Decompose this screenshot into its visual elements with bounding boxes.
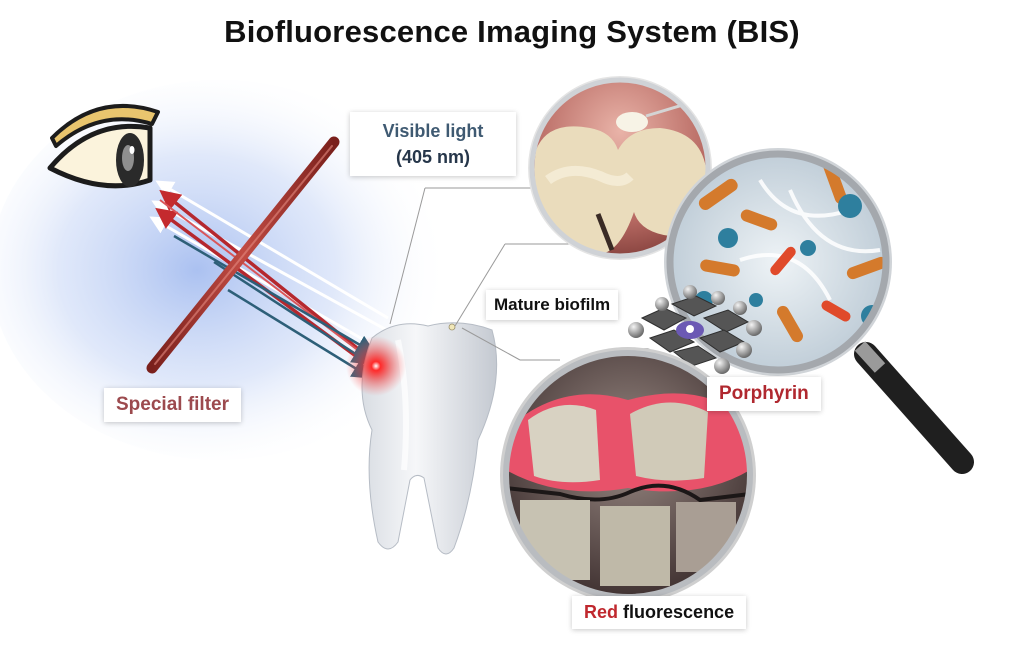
filter-rod-highlight bbox=[154, 145, 333, 365]
red-fluorescence-label: Red fluorescence bbox=[572, 596, 747, 629]
biofilm-photo-lens bbox=[528, 76, 712, 260]
red-word: Red bbox=[584, 602, 619, 622]
fluorescence-word: fluorescence bbox=[623, 602, 735, 622]
visible-light-label: Visible light (405 nm) bbox=[350, 112, 516, 176]
wavelength-text: (405 nm) bbox=[395, 147, 471, 167]
visible-light-text: Visible light bbox=[382, 121, 484, 141]
page-title: Biofluorescence Imaging System (BIS) bbox=[224, 14, 800, 49]
eye-icon bbox=[47, 104, 160, 189]
mature-biofilm-label: Mature biofilm bbox=[486, 290, 619, 320]
light-rays bbox=[149, 180, 395, 379]
connector-lines bbox=[389, 187, 600, 361]
fluorescence-spot bbox=[346, 336, 406, 396]
special-filter-label: Special filter bbox=[104, 388, 241, 422]
porphyrin-label: Porphyrin bbox=[707, 377, 821, 411]
